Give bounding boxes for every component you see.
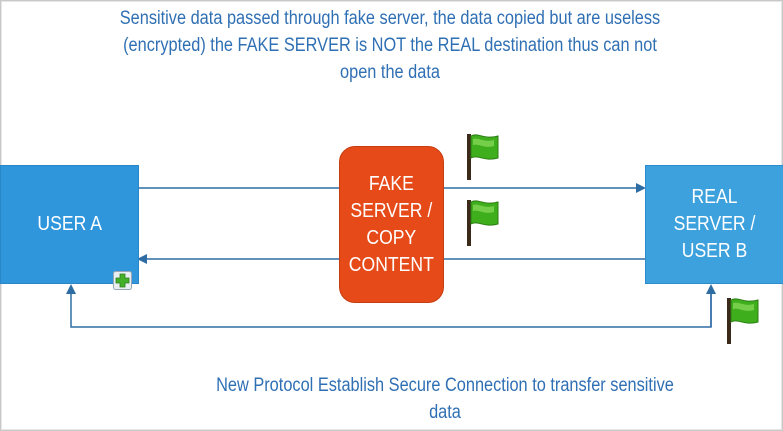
- bottom-caption: New Protocol Establish Secure Connection…: [178, 372, 711, 426]
- plus-icon[interactable]: [113, 271, 132, 290]
- fake-server-line-3: COPY: [366, 226, 417, 249]
- fake-server-box: FAKE SERVER / COPY CONTENT: [339, 146, 444, 303]
- fake-server-line-1: FAKE: [368, 172, 414, 195]
- real-server-line-2: SERVER /: [673, 213, 756, 235]
- user-a-box: USER A: [0, 165, 139, 284]
- fake-server-line-4: CONTENT: [348, 253, 435, 276]
- top-caption-line-2: (encrypted) the FAKE SERVER is NOT the R…: [123, 35, 657, 56]
- user-a-label: USER A: [37, 213, 102, 235]
- top-caption-line-1: Sensitive data passed through fake serve…: [119, 8, 661, 29]
- bottom-caption-line-2: data: [429, 402, 461, 423]
- top-caption: Sensitive data passed through fake serve…: [106, 5, 674, 86]
- flag-icon: [467, 134, 499, 180]
- fake-server-line-2: SERVER /: [350, 199, 433, 222]
- flag-icon: [467, 200, 499, 246]
- real-server-box: REAL SERVER / USER B: [645, 165, 783, 284]
- bottom-caption-line-1: New Protocol Establish Secure Connection…: [216, 375, 674, 396]
- flag-icon: [727, 298, 759, 344]
- real-server-line-3: USER B: [681, 240, 748, 262]
- top-caption-line-3: open the data: [340, 62, 440, 83]
- real-server-line-1: REAL: [691, 186, 738, 208]
